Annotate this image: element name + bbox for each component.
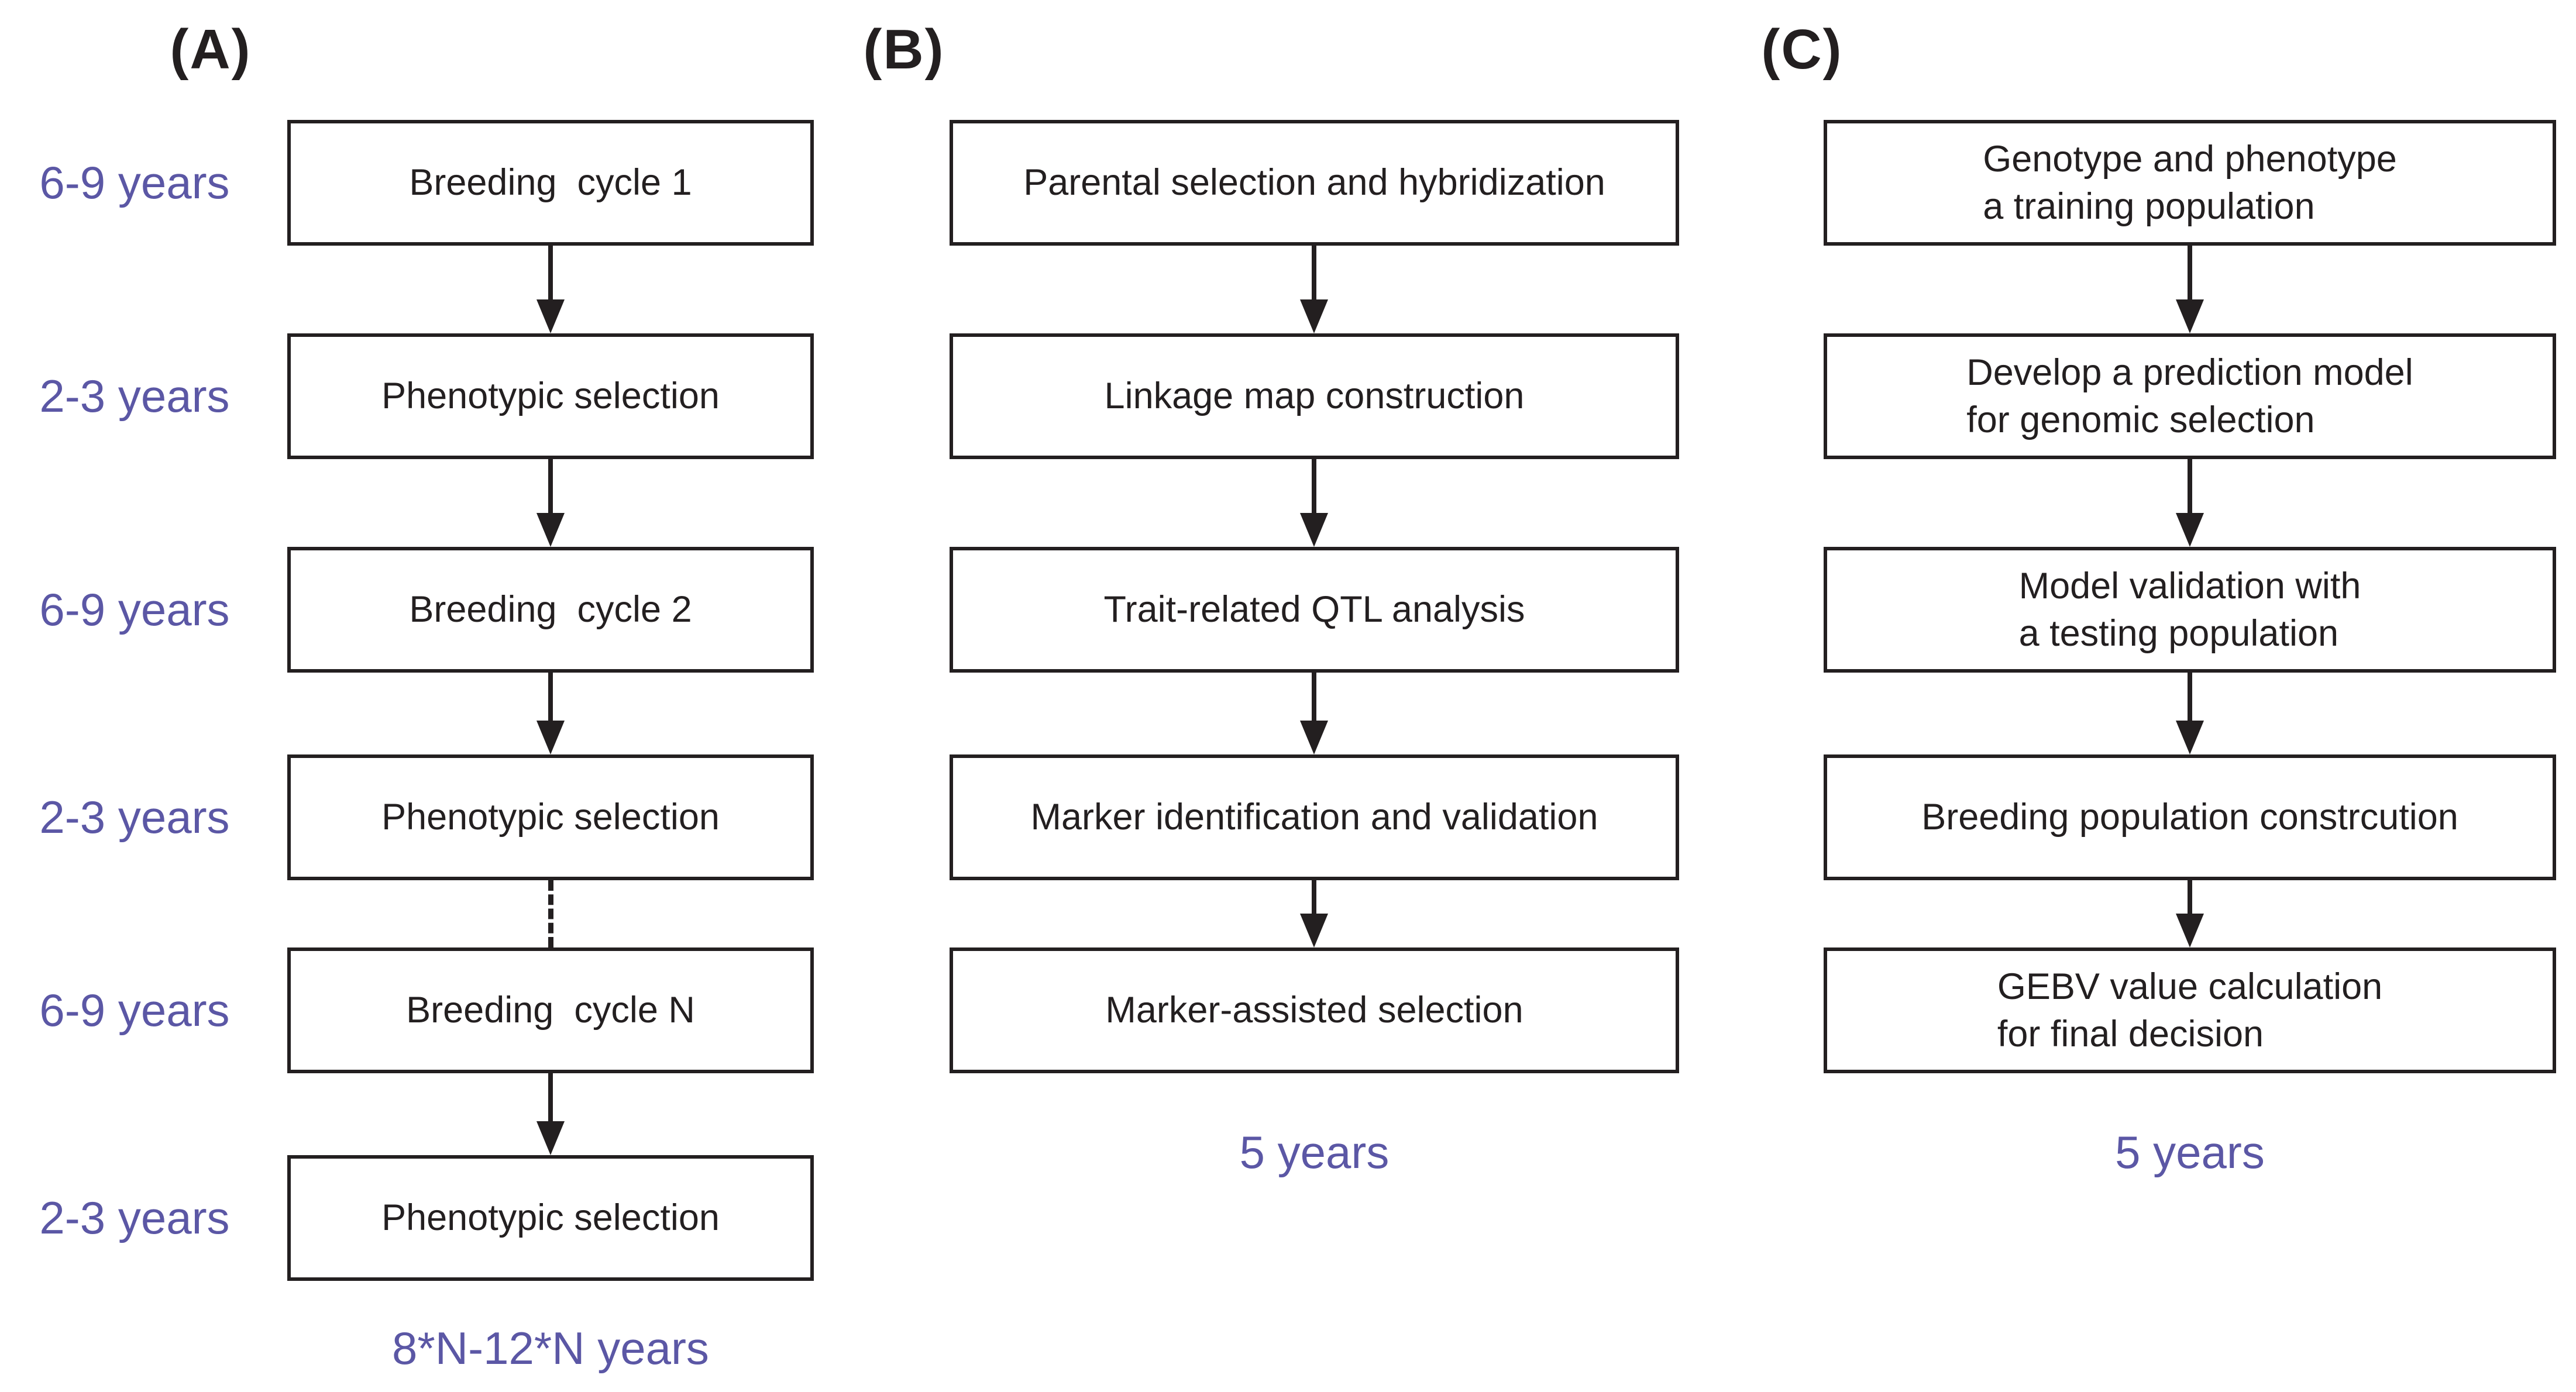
flow-box-gebv-calculation: GEBV value calculation for final decisio… (1824, 947, 2556, 1073)
down-arrow-icon (1300, 246, 1328, 333)
down-arrow-icon (1300, 673, 1328, 754)
flow-box-phenotypic-selection-2: Phenotypic selection (287, 754, 814, 880)
down-arrow-icon (536, 246, 565, 333)
duration-label-a1: 6-9 years (39, 157, 230, 208)
column-b-header: (B) (863, 18, 945, 81)
dashed-connector (548, 880, 553, 947)
flow-box-phenotypic-selection-n: Phenotypic selection (287, 1155, 814, 1281)
duration-label-a5: 6-9 years (39, 984, 230, 1036)
column-a-header: (A) (170, 18, 252, 81)
flow-box-parental-selection: Parental selection and hybridization (950, 120, 1679, 246)
flow-box-label: Breeding population constrcution (1921, 797, 2458, 838)
total-duration-label-c: 5 years (2115, 1126, 2265, 1178)
flow-box-label: Genotype and phenotype a training popula… (1983, 138, 2397, 227)
down-arrow-icon (2176, 880, 2204, 947)
flow-box-breeding-population: Breeding population constrcution (1824, 754, 2556, 880)
flow-box-label: Model validation with a testing populati… (2018, 565, 2361, 654)
down-arrow-icon (2176, 246, 2204, 333)
flow-box-model-validation: Model validation with a testing populati… (1824, 547, 2556, 673)
total-duration-label-a: 8*N-12*N years (392, 1322, 709, 1374)
duration-label-a2: 2-3 years (39, 370, 230, 422)
flow-box-label: Breeding cycle 2 (409, 589, 692, 630)
flow-box-label: Parental selection and hybridization (1023, 162, 1605, 204)
flow-box-label: Trait-related QTL analysis (1103, 589, 1525, 630)
down-arrow-icon (1300, 880, 1328, 947)
down-arrow-icon (536, 673, 565, 754)
flow-box-linkage-map: Linkage map construction (950, 333, 1679, 459)
down-arrow-icon (536, 459, 565, 547)
flow-box-label: Phenotypic selection (381, 375, 720, 417)
duration-label-a6: 2-3 years (39, 1192, 230, 1243)
flow-box-phenotypic-selection-1: Phenotypic selection (287, 333, 814, 459)
flow-box-breeding-cycle-2: Breeding cycle 2 (287, 547, 814, 673)
flow-box-label: Linkage map construction (1104, 375, 1525, 417)
flow-box-label: Breeding cycle N (406, 990, 695, 1031)
duration-label-a4: 2-3 years (39, 791, 230, 843)
flow-box-label: GEBV value calculation for final decisio… (1997, 966, 2383, 1055)
flow-box-label: Marker identification and validation (1030, 797, 1598, 838)
flow-box-label: Develop a prediction model for genomic s… (1966, 352, 2413, 440)
down-arrow-icon (1300, 459, 1328, 547)
duration-label-a3: 6-9 years (39, 584, 230, 635)
flow-box-prediction-model: Develop a prediction model for genomic s… (1824, 333, 2556, 459)
flow-box-breeding-cycle-n: Breeding cycle N (287, 947, 814, 1073)
flow-box-genotype-phenotype: Genotype and phenotype a training popula… (1824, 120, 2556, 246)
flow-box-qtl-analysis: Trait-related QTL analysis (950, 547, 1679, 673)
flow-box-label: Breeding cycle 1 (409, 162, 692, 204)
flow-box-breeding-cycle-1: Breeding cycle 1 (287, 120, 814, 246)
flow-box-marker-assisted-selection: Marker-assisted selection (950, 947, 1679, 1073)
down-arrow-icon (2176, 673, 2204, 754)
down-arrow-icon (536, 1073, 565, 1155)
total-duration-label-b: 5 years (1239, 1126, 1390, 1178)
column-c-header: (C) (1761, 18, 1843, 81)
flow-box-label: Marker-assisted selection (1105, 990, 1523, 1031)
flow-box-label: Phenotypic selection (381, 797, 720, 838)
flow-box-label: Phenotypic selection (381, 1197, 720, 1239)
down-arrow-icon (2176, 459, 2204, 547)
flow-box-marker-identification: Marker identification and validation (950, 754, 1679, 880)
